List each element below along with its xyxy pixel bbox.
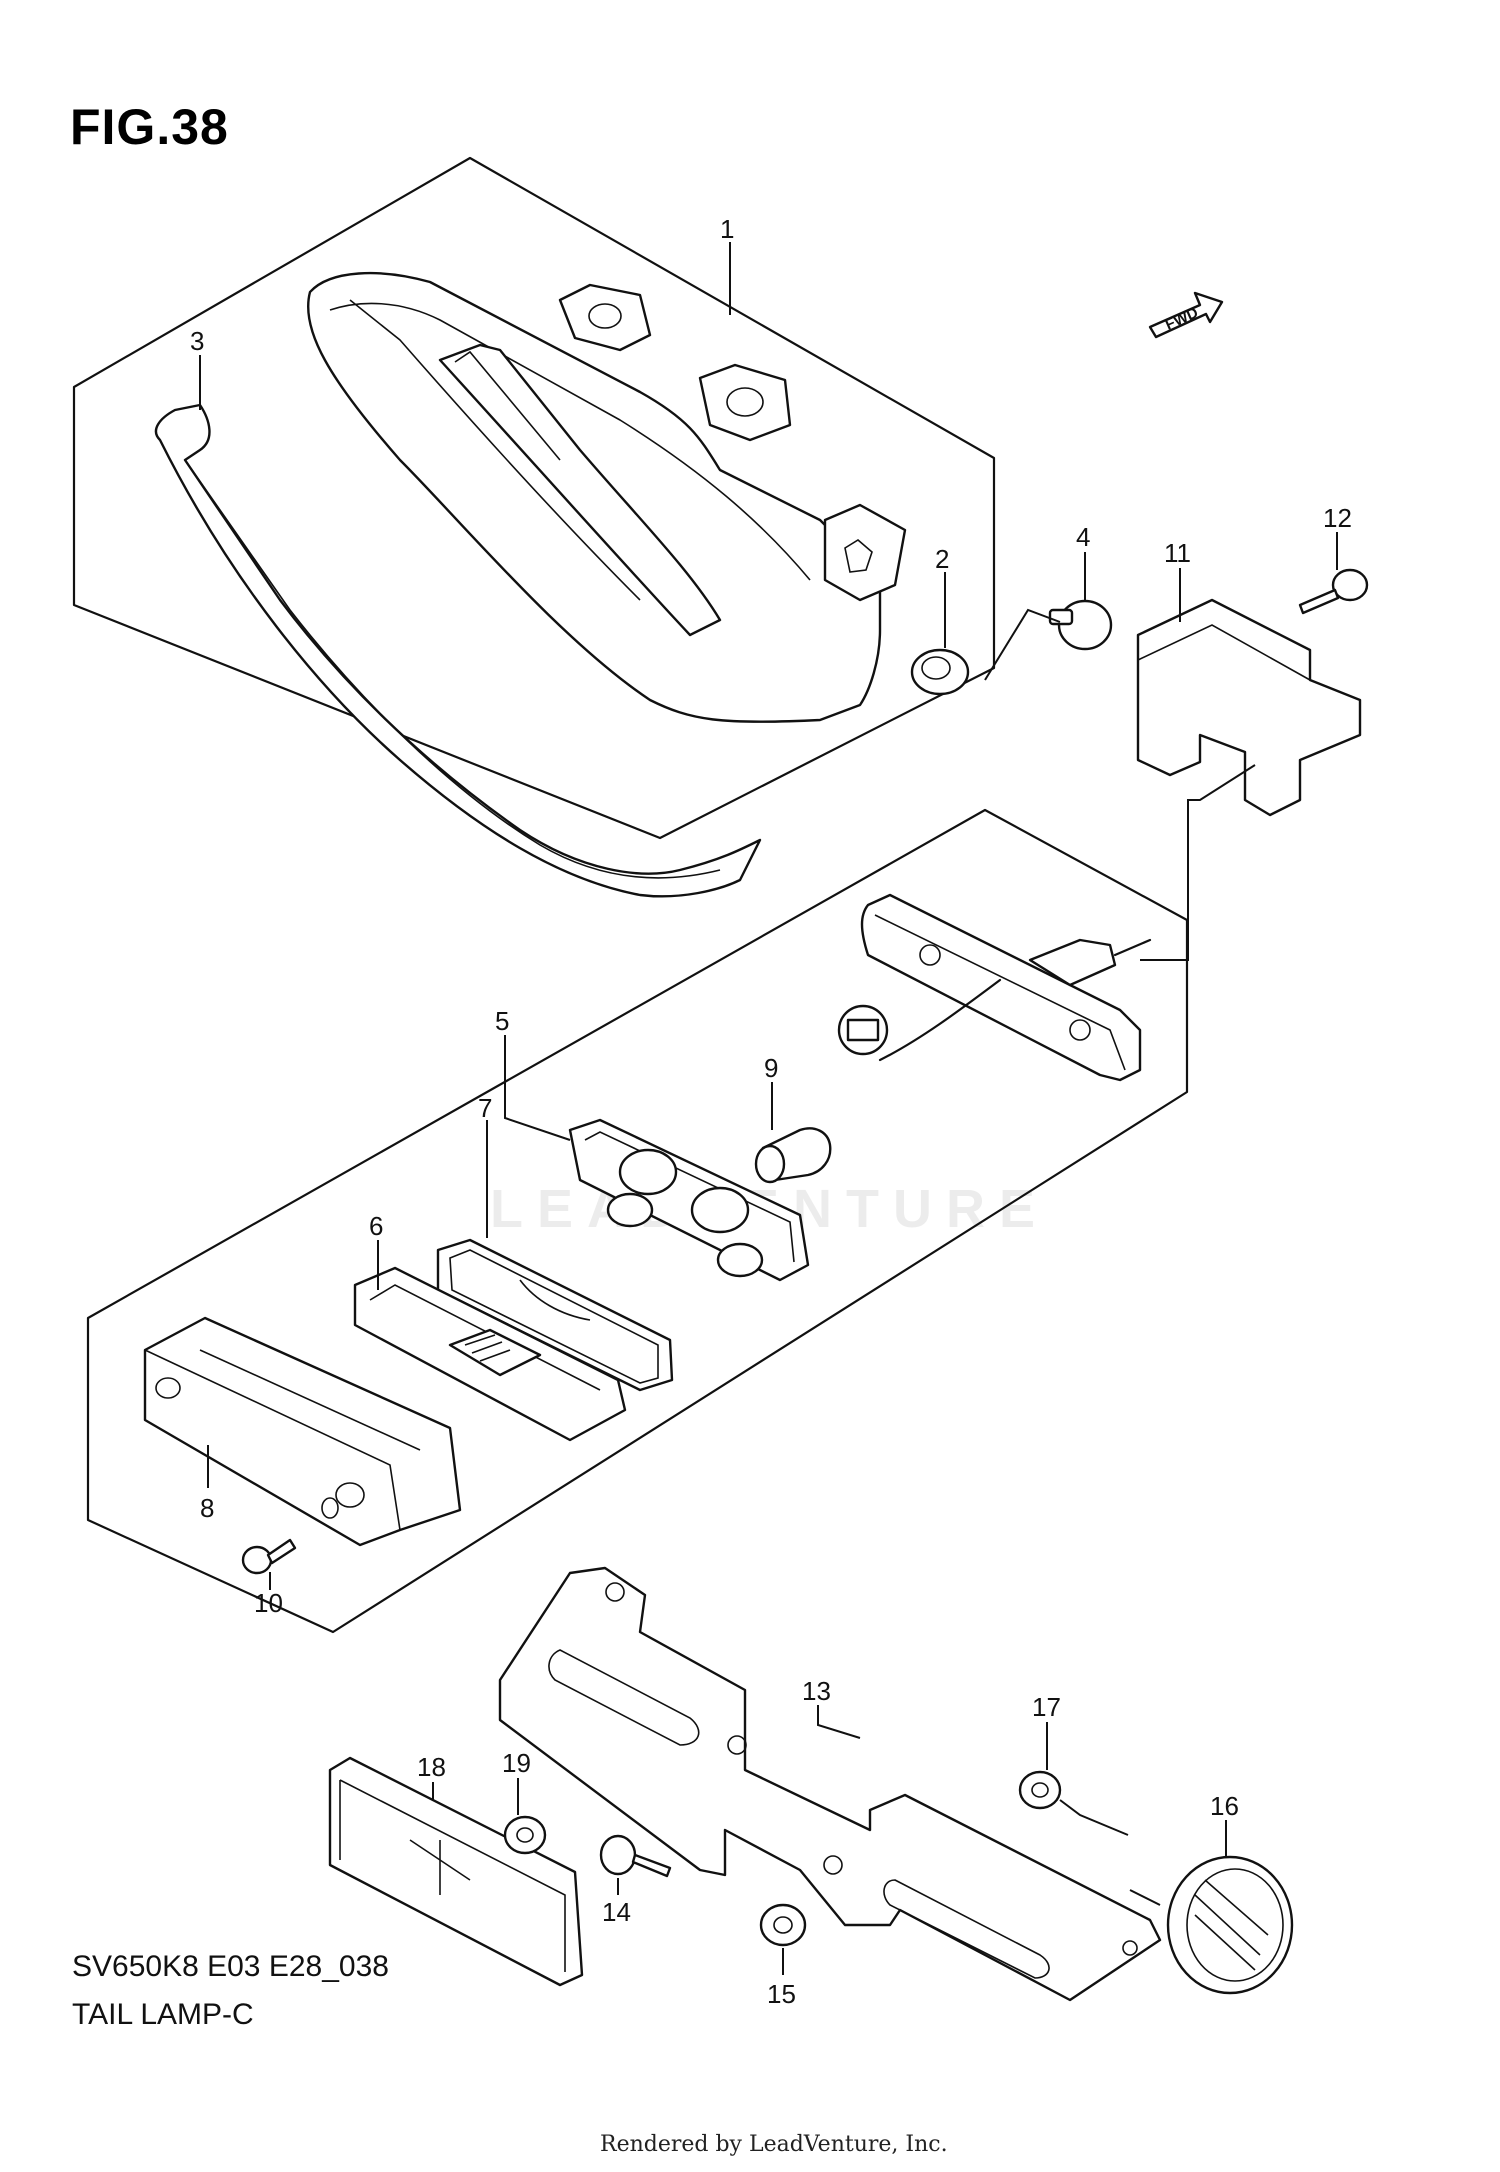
callout-15: 15 (767, 1979, 796, 2009)
callout-11: 11 (1164, 538, 1191, 568)
nut-19 (503, 1815, 547, 1855)
nut-17 (1018, 1770, 1062, 1810)
nut-15 (759, 1903, 807, 1947)
callout-7: 7 (478, 1093, 492, 1123)
fwd-arrow-icon: FWD (1148, 291, 1224, 339)
assembly-name: TAIL LAMP-C (72, 1998, 254, 2031)
callout-13: 13 (802, 1676, 831, 1706)
callout-8: 8 (200, 1493, 214, 1523)
reflector-18 (328, 1756, 584, 1987)
callout-19: 19 (502, 1748, 531, 1778)
assembly-box-middle (86, 808, 1189, 1634)
grommet-2 (910, 648, 970, 696)
callout-14: 14 (602, 1897, 631, 1927)
fwd-label: FWD (1163, 304, 1201, 333)
license-bracket (498, 1566, 1162, 2002)
assembly-box-upper (72, 156, 996, 840)
bolt-4 (1048, 599, 1113, 651)
bolt-14 (599, 1834, 672, 1878)
render-credit: Rendered by LeadVenture, Inc. (600, 2132, 948, 2157)
tail-lamp-housing (306, 271, 907, 723)
license-lamp-base (860, 893, 1152, 1082)
callout-5: 5 (495, 1006, 509, 1036)
callout-3: 3 (190, 326, 204, 356)
figure-title: FIG.38 (70, 99, 229, 155)
callout-12: 12 (1323, 503, 1352, 533)
callout-18: 18 (417, 1752, 446, 1782)
tail-lamp-gasket (154, 403, 762, 898)
screw-10 (241, 1538, 297, 1575)
callout-1: 1 (720, 214, 734, 244)
callout-9: 9 (764, 1053, 778, 1083)
lamp-lens (143, 1316, 462, 1547)
round-reflector-16 (1166, 1855, 1294, 1995)
callout-4: 4 (1076, 522, 1090, 552)
model-code: SV650K8 E03 E28_038 (72, 1950, 389, 1983)
callout-10: 10 (254, 1588, 283, 1618)
bracket-11 (1136, 598, 1362, 817)
callout-17: 17 (1032, 1692, 1061, 1722)
lamp-body (568, 1118, 810, 1282)
screw-12 (1298, 568, 1369, 615)
lens-cover (353, 1266, 627, 1442)
callout-16: 16 (1210, 1791, 1239, 1821)
bulb-socket (837, 1004, 889, 1056)
callout-2: 2 (935, 544, 949, 574)
leader-lines (199, 242, 1338, 1975)
bulb-9 (754, 1127, 832, 1184)
callout-6: 6 (369, 1211, 383, 1241)
